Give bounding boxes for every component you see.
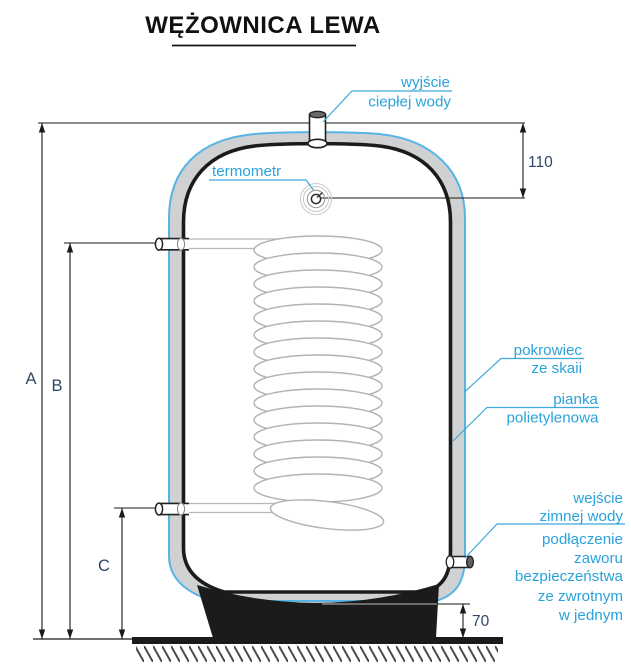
- cold-water-label-line5: bezpieczeństwa: [515, 568, 624, 585]
- pipe-cap: [465, 555, 475, 569]
- arrow-70-top: [459, 604, 467, 614]
- thermometer-inner-ring: [306, 189, 326, 209]
- pipe-wall-ring: [445, 555, 455, 569]
- cold-water-label-line4: zaworu: [574, 550, 623, 567]
- pipe-open-end: [154, 502, 164, 516]
- pipe-open-end: [154, 237, 164, 251]
- pipe-body: [449, 556, 470, 568]
- cover-label-line2: ze skaii: [531, 360, 582, 377]
- coil-turn: [253, 473, 383, 503]
- ground-hatching: [136, 645, 498, 662]
- pipe-top-rim: [308, 110, 327, 119]
- dimension-label-a: A: [25, 370, 36, 388]
- cold-water-leader: [464, 523, 625, 559]
- thermometer-outer-ring: [299, 182, 333, 216]
- pipe-flange: [307, 138, 328, 149]
- arrow-a-top: [38, 123, 46, 133]
- arrow-110-bottom: [519, 188, 527, 198]
- pipe-body: [157, 503, 189, 515]
- hot-water-leader: [322, 90, 452, 123]
- cold-water-label-line7: w jednym: [558, 607, 623, 624]
- hot-water-outlet-label-line1: wyjście: [400, 74, 450, 91]
- cold-water-label-line3: podłączenie: [542, 531, 623, 548]
- pipe-wall-ring: [176, 502, 186, 516]
- callout-leaders: [209, 90, 625, 559]
- pipe-body: [309, 114, 326, 144]
- ground-bar: [132, 637, 503, 644]
- foam-label-line2: polietylenowa: [506, 410, 599, 427]
- dimension-lines: [38, 122, 525, 639]
- cold-water-label-line2: zimnej wody: [539, 508, 623, 525]
- tank-base-skirt: [197, 584, 439, 638]
- pipe-wall-ring: [176, 237, 186, 251]
- coil-bottom-loop: [269, 499, 385, 531]
- hot-water-outlet-pipe: [307, 110, 328, 149]
- cover-leader: [464, 357, 584, 393]
- dimension-label-110: 110: [528, 154, 553, 171]
- dimension-label-b: B: [51, 377, 62, 395]
- arrow-b-top: [66, 243, 74, 253]
- dimension-arrows: [38, 123, 527, 639]
- arrow-c-bottom: [118, 629, 126, 639]
- arrow-110-top: [519, 123, 527, 133]
- dimension-label-c: C: [98, 557, 110, 575]
- hot-water-outlet-label-line2: ciepłej wody: [368, 94, 451, 111]
- pipe-body: [157, 238, 189, 250]
- cold-water-inlet-pipe: [445, 555, 475, 569]
- foam-leader: [452, 406, 599, 442]
- cover-label-line1: pokrowiec: [514, 342, 583, 359]
- arrow-a-bottom: [38, 629, 46, 639]
- thermometer-leader: [209, 179, 314, 191]
- heating-coil: [186, 235, 385, 531]
- thermometer-well: [299, 182, 333, 216]
- page-title: WĘŻOWNICA LEWA: [145, 12, 380, 39]
- coil-upper-port-pipe: [154, 237, 189, 251]
- foam-label-line1: pianka: [553, 391, 598, 408]
- arrow-b-bottom: [66, 629, 74, 639]
- coil-lower-port-pipe: [154, 502, 189, 516]
- thermometer-label: termometr: [212, 163, 281, 180]
- cold-water-label-line6: ze zwrotnym: [538, 588, 623, 605]
- thermometer-pointer: [316, 192, 323, 198]
- thermometer-mid-ring: [302, 185, 330, 213]
- arrow-70-bottom: [459, 628, 467, 638]
- dimension-label-70: 70: [472, 613, 490, 630]
- cold-water-label-line1: wejście: [572, 490, 623, 507]
- arrow-c-top: [118, 508, 126, 518]
